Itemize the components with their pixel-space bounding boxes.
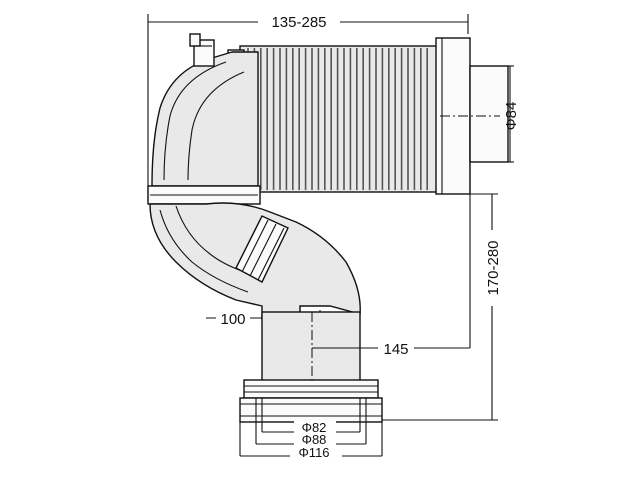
height-dimension: 170-280 xyxy=(382,193,502,421)
coupling-band xyxy=(235,215,289,283)
corrugated-section xyxy=(239,45,441,193)
outlet-diameter-label: Φ84 xyxy=(503,102,520,131)
elbow-body xyxy=(151,51,259,187)
corrugation-ribs xyxy=(247,48,429,190)
outer-diameter-label: Φ116 xyxy=(298,445,329,460)
offset-100-label: 100 xyxy=(220,311,245,328)
mid-diameter-label: Φ88 xyxy=(302,432,327,447)
corrugated-pipe xyxy=(227,37,471,195)
seal-ring-lower xyxy=(239,397,383,423)
vertical-tube xyxy=(261,311,361,383)
overall-length-label: 135-285 xyxy=(271,14,326,31)
upper-elbow xyxy=(147,33,261,205)
vertical-outlet xyxy=(239,311,383,456)
offset-100-dimension: 100 xyxy=(206,310,262,328)
offset-145-dimension: 145 xyxy=(312,116,471,358)
height-label: 170-280 xyxy=(485,240,502,295)
s-bend xyxy=(149,202,361,321)
offset-145-label: 145 xyxy=(383,341,408,358)
outlet-tube xyxy=(469,65,509,163)
top-dimension: 135-285 xyxy=(147,12,469,200)
inner-diameter-label: Φ82 xyxy=(302,420,327,435)
bottom-dimensions: Φ82 Φ88 Φ116 xyxy=(240,420,382,460)
outlet-spigot: Φ84 xyxy=(440,65,520,163)
seal-ring-upper xyxy=(243,379,379,399)
